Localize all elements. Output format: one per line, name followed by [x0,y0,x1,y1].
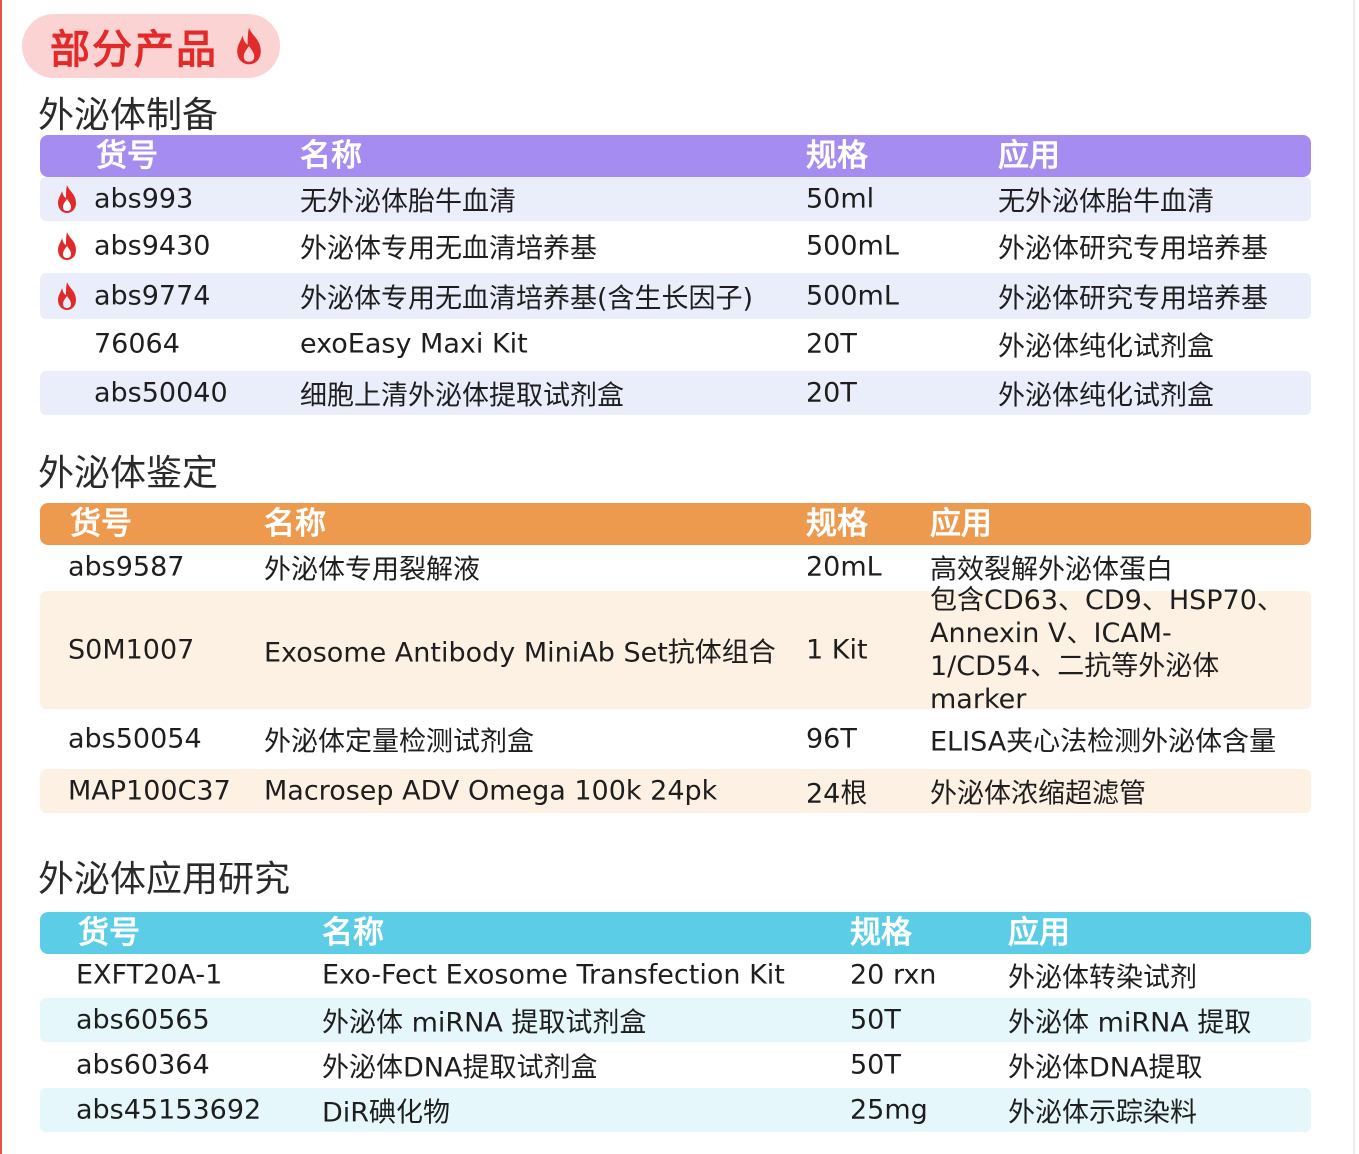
cell-name: 外泌体专用无血清培养基(含生长因子) [300,283,754,315]
header-name: 名称 [300,138,362,174]
cell-use: 无外泌体胎牛血清 [998,186,1214,218]
cell-sku: abs50040 [94,377,228,409]
cell-name: 外泌体 miRNA 提取试剂盒 [322,1007,647,1039]
flame-icon [58,282,76,310]
cell-sku: abs60364 [76,1049,210,1081]
header-spec: 规格 [806,138,868,174]
cell-use: ELISA夹心法检测外泌体含量 [930,726,1277,758]
cell-name: 外泌体DNA提取试剂盒 [322,1052,598,1084]
cell-name: 细胞上清外泌体提取试剂盒 [300,380,624,412]
cell-use: 外泌体 miRNA 提取 [1008,1007,1252,1039]
cell-use: 外泌体示踪染料 [1008,1097,1197,1129]
cell-use: 外泌体DNA提取 [1008,1052,1203,1084]
section-title-application: 外泌体应用研究 [38,859,291,900]
table-header: 货号 名称 规格 应用 [40,135,1311,177]
header-use: 应用 [930,506,992,542]
cell-spec: 25mg [850,1094,928,1126]
cell-sku: abs60565 [76,1004,210,1036]
cell-spec: 50T [850,1004,901,1036]
header-spec: 规格 [806,506,868,542]
cell-name: 外泌体定量检测试剂盒 [264,726,534,758]
cell-name: exoEasy Maxi Kit [300,328,528,360]
cell-name: DiR碘化物 [322,1097,451,1129]
header-sku: 货号 [70,506,132,542]
cell-spec: 24根 [806,778,868,810]
table-header: 货号 名称 规格 应用 [40,912,1311,954]
table-row: abs993 无外泌体胎牛血清 50ml 无外泌体胎牛血清 [40,177,1311,221]
cell-name: 外泌体专用裂解液 [264,554,480,586]
cell-spec: 20 rxn [850,959,937,991]
table-row: abs50054 外泌体定量检测试剂盒 96T ELISA夹心法检测外泌体含量 [40,713,1311,765]
cell-use: 外泌体转染试剂 [1008,962,1197,994]
cell-spec: 1 Kit [806,634,868,666]
right-edge-rule [1353,0,1355,1154]
cell-name: Exo-Fect Exosome Transfection Kit [322,959,785,991]
left-accent-rule [0,0,2,1154]
cell-sku: abs45153692 [76,1094,262,1126]
cell-use: 外泌体纯化试剂盒 [998,331,1214,363]
table-row: 76064 exoEasy Maxi Kit 20T 外泌体纯化试剂盒 [40,321,1311,367]
header-name: 名称 [322,915,384,951]
header-name: 名称 [264,506,326,542]
cell-sku: 76064 [94,328,180,360]
cell-sku: abs9774 [94,280,211,312]
flame-icon [58,232,76,260]
flame-icon [58,185,76,213]
cell-use: 外泌体浓缩超滤管 [930,778,1146,810]
table-row: abs9430 外泌体专用无血清培养基 500mL 外泌体研究专用培养基 [40,223,1311,269]
cell-spec: 50ml [806,183,875,215]
cell-sku: abs50054 [68,723,202,755]
cell-spec: 96T [806,723,857,755]
cell-sku: EXFT20A-1 [76,959,223,991]
cell-spec: 20T [806,377,857,409]
table-row: abs9587 外泌体专用裂解液 20mL 高效裂解外泌体蛋白 [40,545,1311,589]
table-row: abs9774 外泌体专用无血清培养基(含生长因子) 500mL 外泌体研究专用… [40,273,1311,319]
cell-use: 外泌体研究专用培养基 [998,283,1268,315]
cell-spec: 500mL [806,230,899,262]
section-title-identification: 外泌体鉴定 [38,453,219,494]
table-header: 货号 名称 规格 应用 [40,503,1311,545]
cell-use: 高效裂解外泌体蛋白 [930,554,1173,586]
header-use: 应用 [998,138,1060,174]
table-row: abs60565 外泌体 miRNA 提取试剂盒 50T 外泌体 miRNA 提… [40,998,1311,1042]
cell-name: 外泌体专用无血清培养基 [300,233,597,265]
cell-spec: 20T [806,328,857,360]
table-row: S0M1007 Exosome Antibody MiniAb Set抗体组合 … [40,585,1311,715]
cell-use: 包含CD63、CD9、HSP70、Annexin V、ICAM-1/CD54、二… [930,585,1284,715]
featured-products-badge: 部分产品 [22,14,280,78]
header-sku: 货号 [96,138,158,174]
header-use: 应用 [1008,915,1070,951]
flame-icon [237,27,261,65]
cell-use: 外泌体研究专用培养基 [998,233,1268,265]
cell-spec: 50T [850,1049,901,1081]
header-sku: 货号 [78,915,140,951]
header-spec: 规格 [850,915,912,951]
cell-sku: abs993 [94,183,194,215]
table-row: MAP100C37 Macrosep ADV Omega 100k 24pk 2… [40,769,1311,813]
section-title-preparation: 外泌体制备 [38,95,219,136]
cell-name: Macrosep ADV Omega 100k 24pk [264,775,718,807]
table-row: abs50040 细胞上清外泌体提取试剂盒 20T 外泌体纯化试剂盒 [40,371,1311,415]
cell-sku: abs9587 [68,551,185,583]
cell-name: 无外泌体胎牛血清 [300,186,516,218]
table-row: abs45153692 DiR碘化物 25mg 外泌体示踪染料 [40,1088,1311,1132]
table-row: abs60364 外泌体DNA提取试剂盒 50T 外泌体DNA提取 [40,1044,1311,1086]
cell-sku: S0M1007 [68,634,195,666]
cell-sku: MAP100C37 [68,775,231,807]
cell-spec: 500mL [806,280,899,312]
badge-label: 部分产品 [50,27,218,73]
cell-name: Exosome Antibody MiniAb Set抗体组合 [264,637,776,669]
cell-sku: abs9430 [94,230,211,262]
cell-spec: 20mL [806,551,882,583]
table-row: EXFT20A-1 Exo-Fect Exosome Transfection … [40,954,1311,996]
cell-use: 外泌体纯化试剂盒 [998,380,1214,412]
